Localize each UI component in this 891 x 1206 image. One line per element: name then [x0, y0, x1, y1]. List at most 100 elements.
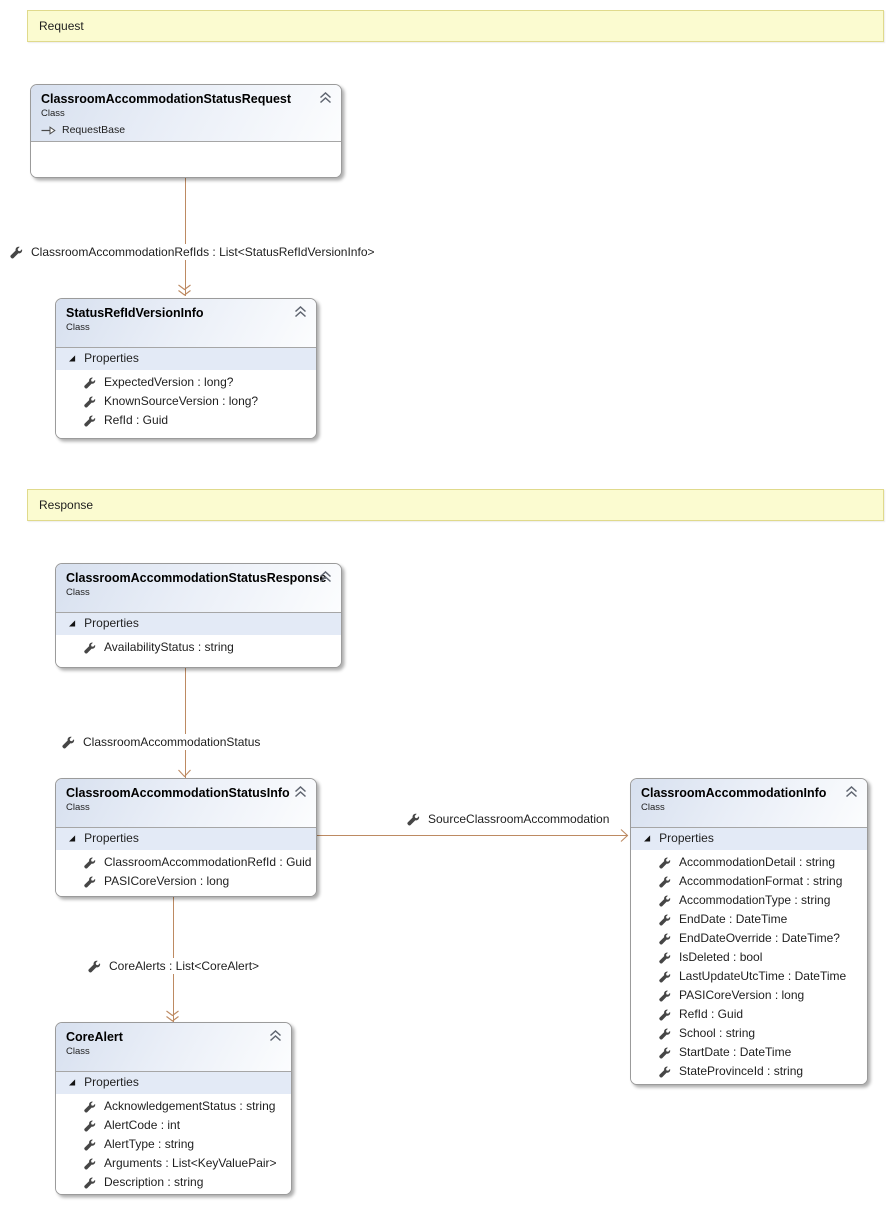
- wrench-icon: [84, 857, 96, 869]
- property-label: KnownSourceVersion : long?: [104, 394, 259, 408]
- property-row[interactable]: AccommodationFormat : string: [631, 872, 867, 891]
- properties-section-header[interactable]: ◢ Properties: [56, 1071, 291, 1094]
- wrench-icon: [407, 813, 420, 826]
- wrench-icon: [659, 1028, 671, 1040]
- property-label: RefId : Guid: [679, 1007, 744, 1021]
- property-label: ExpectedVersion : long?: [104, 375, 234, 389]
- collapse-chevron-icon[interactable]: [294, 306, 307, 318]
- property-row[interactable]: AlertType : string: [56, 1135, 291, 1154]
- wrench-icon: [659, 857, 671, 869]
- wrench-icon: [659, 1066, 671, 1078]
- properties-section-header[interactable]: ◢ Properties: [56, 827, 316, 850]
- properties-section-header[interactable]: ◢ Properties: [631, 827, 867, 850]
- collapse-chevron-icon[interactable]: [319, 92, 332, 104]
- class-title: ClassroomAccommodationStatusRequest: [41, 92, 292, 106]
- class-header: ClassroomAccommodationStatusResponse Cla…: [56, 564, 341, 612]
- base-type-row: RequestBase: [41, 124, 331, 136]
- property-label: ClassroomAccommodationRefId : Guid: [104, 855, 312, 869]
- class-node-request[interactable]: ClassroomAccommodationStatusRequest Clas…: [30, 84, 342, 178]
- property-row[interactable]: LastUpdateUtcTime : DateTime: [631, 967, 867, 986]
- expander-triangle-icon: ◢: [69, 618, 76, 627]
- expander-triangle-icon: ◢: [69, 833, 76, 842]
- arrowhead-double-down-icon: [178, 284, 191, 296]
- wrench-icon: [84, 876, 96, 888]
- property-row[interactable]: ExpectedVersion : long?: [56, 373, 316, 392]
- property-row[interactable]: RefId : Guid: [56, 411, 316, 430]
- properties-list: AccommodationDetail : string Accommodati…: [631, 850, 867, 1084]
- property-label: AccommodationDetail : string: [679, 855, 836, 869]
- connector-status-line[interactable]: [185, 668, 186, 778]
- property-row[interactable]: KnownSourceVersion : long?: [56, 392, 316, 411]
- property-row[interactable]: PASICoreVersion : long: [631, 986, 867, 1005]
- property-label: EndDate : DateTime: [679, 912, 788, 926]
- property-row[interactable]: EndDate : DateTime: [631, 910, 867, 929]
- property-label: StateProvinceId : string: [679, 1064, 804, 1078]
- collapse-chevron-icon[interactable]: [269, 1030, 282, 1042]
- wrench-icon: [659, 933, 671, 945]
- property-row[interactable]: IsDeleted : bool: [631, 948, 867, 967]
- property-label: AcknowledgementStatus : string: [104, 1099, 276, 1113]
- property-row[interactable]: AccommodationDetail : string: [631, 853, 867, 872]
- class-empty-body: [31, 141, 341, 177]
- property-row[interactable]: Description : string: [56, 1173, 291, 1192]
- class-header: StatusRefIdVersionInfo Class: [56, 299, 316, 347]
- properties-section-header[interactable]: ◢ Properties: [56, 347, 316, 370]
- property-row[interactable]: AcknowledgementStatus : string: [56, 1097, 291, 1116]
- class-node-corealert[interactable]: CoreAlert Class ◢ Properties Acknowledge…: [55, 1022, 292, 1195]
- property-row[interactable]: ClassroomAccommodationRefId : Guid: [56, 853, 316, 872]
- property-row[interactable]: StartDate : DateTime: [631, 1043, 867, 1062]
- class-kind: Class: [66, 587, 90, 598]
- wrench-icon: [659, 990, 671, 1002]
- class-node-accommodationinfo[interactable]: ClassroomAccommodationInfo Class ◢ Prope…: [630, 778, 868, 1085]
- wrench-icon: [84, 396, 96, 408]
- property-row[interactable]: StateProvinceId : string: [631, 1062, 867, 1081]
- property-row[interactable]: RefId : Guid: [631, 1005, 867, 1024]
- connector-label-refids[interactable]: ClassroomAccommodationRefIds : List<Stat…: [6, 244, 378, 260]
- wrench-icon: [659, 914, 671, 926]
- wrench-icon: [84, 1101, 96, 1113]
- property-row[interactable]: PASICoreVersion : long: [56, 872, 316, 891]
- class-header: ClassroomAccommodationInfo Class: [631, 779, 867, 827]
- property-row[interactable]: EndDateOverride : DateTime?: [631, 929, 867, 948]
- response-banner[interactable]: Response: [27, 489, 884, 521]
- connector-refids-line[interactable]: [185, 178, 186, 296]
- class-node-response[interactable]: ClassroomAccommodationStatusResponse Cla…: [55, 563, 342, 668]
- collapse-chevron-icon[interactable]: [319, 571, 332, 583]
- properties-section-label: Properties: [84, 616, 139, 630]
- property-row[interactable]: AlertCode : int: [56, 1116, 291, 1135]
- properties-section-header[interactable]: ◢ Properties: [56, 612, 341, 635]
- property-label: AlertType : string: [104, 1137, 195, 1151]
- wrench-icon: [659, 876, 671, 888]
- expander-triangle-icon: ◢: [69, 1077, 76, 1086]
- connector-label-text: ClassroomAccommodationRefIds : List<Stat…: [31, 245, 375, 259]
- property-row[interactable]: School : string: [631, 1024, 867, 1043]
- connector-source-line[interactable]: [317, 835, 628, 836]
- wrench-icon: [659, 1047, 671, 1059]
- property-label: PASICoreVersion : long: [104, 874, 230, 888]
- property-row[interactable]: Arguments : List<KeyValuePair>: [56, 1154, 291, 1173]
- properties-section-label: Properties: [84, 831, 139, 845]
- property-label: AlertCode : int: [104, 1118, 181, 1132]
- class-header: ClassroomAccommodationStatusRequest Clas…: [31, 85, 341, 141]
- property-label: LastUpdateUtcTime : DateTime: [679, 969, 847, 983]
- connector-label-source[interactable]: SourceClassroomAccommodation: [403, 811, 613, 827]
- properties-section-label: Properties: [84, 1075, 139, 1089]
- collapse-chevron-icon[interactable]: [845, 786, 858, 798]
- class-header: ClassroomAccommodationStatusInfo Class: [56, 779, 316, 827]
- property-row[interactable]: AvailabilityStatus : string: [56, 638, 341, 657]
- connector-label-status[interactable]: ClassroomAccommodationStatus: [58, 734, 264, 750]
- arrowhead-down-icon: [178, 769, 191, 778]
- wrench-icon: [10, 246, 23, 259]
- property-row[interactable]: AccommodationType : string: [631, 891, 867, 910]
- request-banner[interactable]: Request: [27, 10, 884, 42]
- banner-label: Response: [39, 498, 94, 512]
- class-node-statusrefidversioninfo[interactable]: StatusRefIdVersionInfo Class ◢ Propertie…: [55, 298, 317, 439]
- class-kind: Class: [66, 322, 90, 333]
- connector-label-corealerts[interactable]: CoreAlerts : List<CoreAlert>: [84, 958, 263, 974]
- class-kind: Class: [66, 1046, 90, 1057]
- class-node-statusinfo[interactable]: ClassroomAccommodationStatusInfo Class ◢…: [55, 778, 317, 897]
- collapse-chevron-icon[interactable]: [294, 786, 307, 798]
- property-label: PASICoreVersion : long: [679, 988, 805, 1002]
- class-title: ClassroomAccommodationStatusInfo: [66, 786, 290, 800]
